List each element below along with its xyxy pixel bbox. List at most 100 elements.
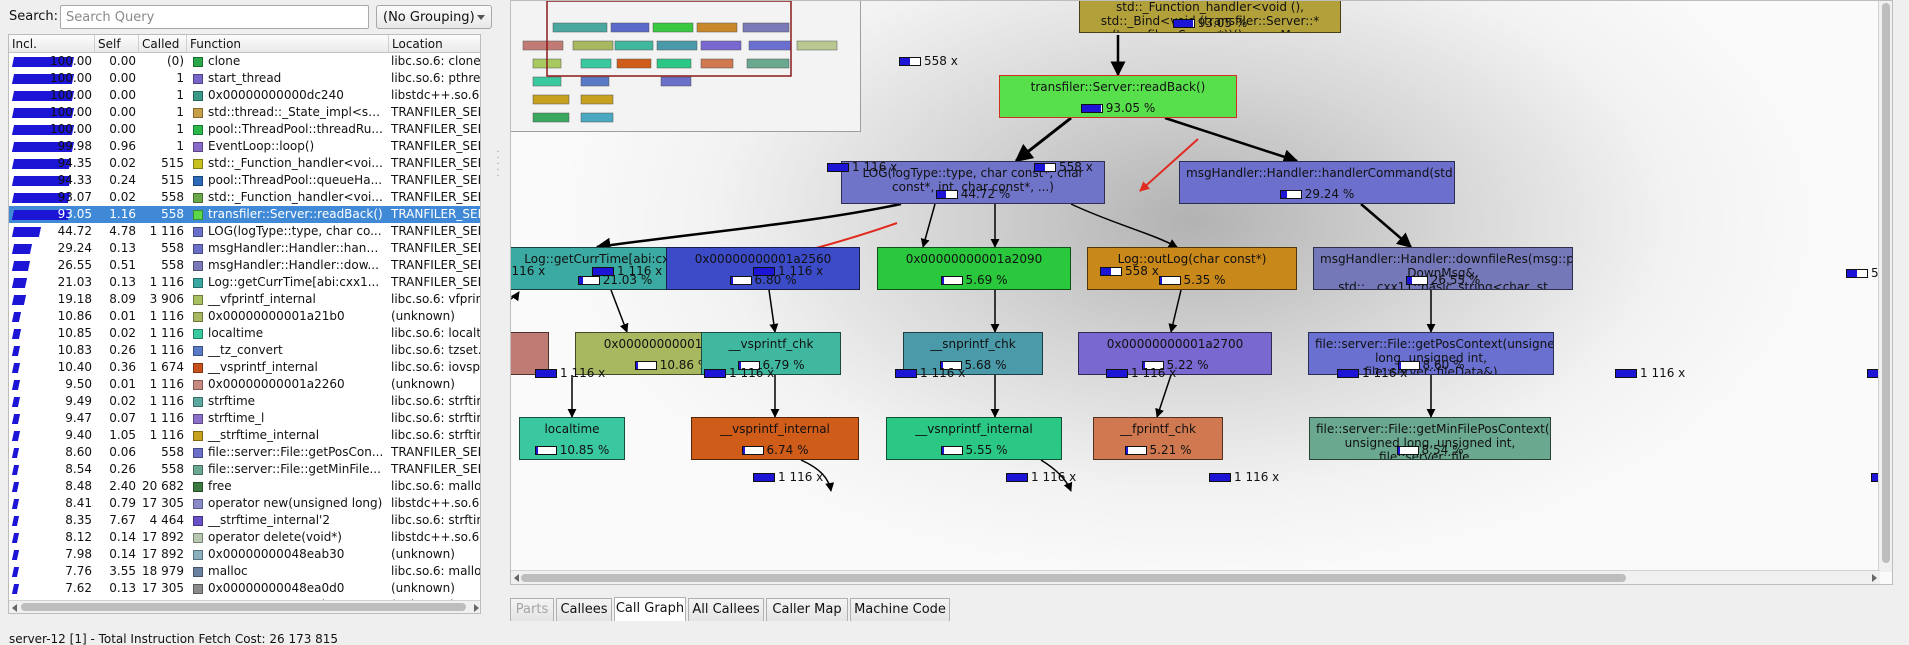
graph-edge-label: 1 116 x <box>704 367 774 379</box>
graph-node-offscreen[interactable] <box>511 332 549 375</box>
graph-vertical-scroll-thumb[interactable] <box>1882 3 1890 563</box>
panel-splitter-handle[interactable]: ····· <box>496 147 500 182</box>
column-header-called[interactable]: Called <box>139 35 187 53</box>
table-scroll-thumb[interactable] <box>21 603 466 611</box>
table-row[interactable]: 7.400.0912 2760x00000000048e9ba0(unknown… <box>9 597 480 600</box>
graph-node[interactable]: std::_Function_handler<void (), std::_Bi… <box>1079 1 1341 33</box>
graph-horizontal-scroll-thumb[interactable] <box>521 574 1626 582</box>
scroll-left-icon[interactable] <box>12 604 17 612</box>
tab-all-callees[interactable]: All Callees <box>688 598 764 621</box>
table-horizontal-scrollbar[interactable] <box>9 600 480 613</box>
column-header-incl[interactable]: Incl. <box>9 35 95 53</box>
column-header-location[interactable]: Location <box>392 37 443 51</box>
called-value: 12 276 <box>139 597 187 600</box>
self-value: 2.40 <box>109 479 136 493</box>
tab-call-graph[interactable]: Call Graph <box>614 597 686 621</box>
graph-vertical-scrollbar[interactable] <box>1878 1 1892 572</box>
tab-machine-code[interactable]: Machine Code <box>850 598 950 621</box>
call-count: 1 116 x <box>1131 366 1177 380</box>
call-graph-minimap[interactable] <box>511 1 861 132</box>
graph-node-label: transfiler::Server::readBack() <box>1030 80 1206 94</box>
tab-callees[interactable]: Callees <box>556 598 612 621</box>
table-row[interactable]: 99.980.961EventLoop::loop()TRANFILER_SER… <box>9 138 480 155</box>
graph-node[interactable]: msgHandler::Handler::handlerCommand(std:… <box>1179 161 1455 204</box>
scroll-right-icon[interactable] <box>1872 574 1877 582</box>
graph-node[interactable]: LOG(logType::type, char const*, char con… <box>841 161 1105 204</box>
self-value: 0.00 <box>109 88 136 102</box>
cost-bar <box>1279 190 1302 199</box>
self-value: 0.01 <box>109 309 136 323</box>
column-header-self[interactable]: Self <box>95 35 139 53</box>
color-swatch-icon <box>193 431 203 441</box>
tab-caller-map[interactable]: Caller Map <box>766 598 848 621</box>
tab-parts[interactable]: Parts <box>510 598 554 621</box>
incl-value: 9.50 <box>65 377 92 391</box>
called-value: 1 116 <box>149 224 184 238</box>
minimap-viewport[interactable] <box>546 1 792 77</box>
graph-node[interactable]: file::server::File::getMinFilePosContext… <box>1309 417 1551 460</box>
incl-value: 9.49 <box>65 394 92 408</box>
location-value: libc.so.6: malloc <box>391 479 481 493</box>
function-name: EventLoop::loop() <box>208 139 315 153</box>
column-header-function[interactable]: Function <box>187 35 389 53</box>
cost-bar <box>1405 276 1428 285</box>
grouping-selected-value: (No Grouping) <box>383 10 475 25</box>
graph-node-percent: 93.05 % <box>1105 101 1156 115</box>
scroll-left-icon[interactable] <box>514 574 519 582</box>
function-cell: transfiler::Server::readBack() <box>191 206 384 223</box>
grouping-select[interactable]: (No Grouping) <box>376 5 492 29</box>
graph-node[interactable]: msgHandler::Handler::downfileRes(msg::pr… <box>1313 247 1573 290</box>
graph-edge-label: 1 116 x <box>1337 367 1407 379</box>
graph-node[interactable]: transfiler::Server::readBack()93.05 % <box>999 75 1237 118</box>
scroll-right-icon[interactable] <box>474 604 479 612</box>
graph-node[interactable]: file::server::File::getPosContext(unsign… <box>1308 332 1554 375</box>
call-graph-view[interactable]: std::_Function_handler<void (), std::_Bi… <box>510 0 1893 585</box>
incl-cell: 10.85 <box>11 325 95 342</box>
incl-cell: 8.60 <box>11 444 95 461</box>
function-name: __vfprintf_internal <box>208 292 316 306</box>
search-input[interactable] <box>60 5 369 29</box>
graph-node[interactable]: Log::outLog(char const*)5.35 % <box>1087 247 1297 290</box>
graph-horizontal-scrollbar[interactable] <box>511 570 1880 584</box>
